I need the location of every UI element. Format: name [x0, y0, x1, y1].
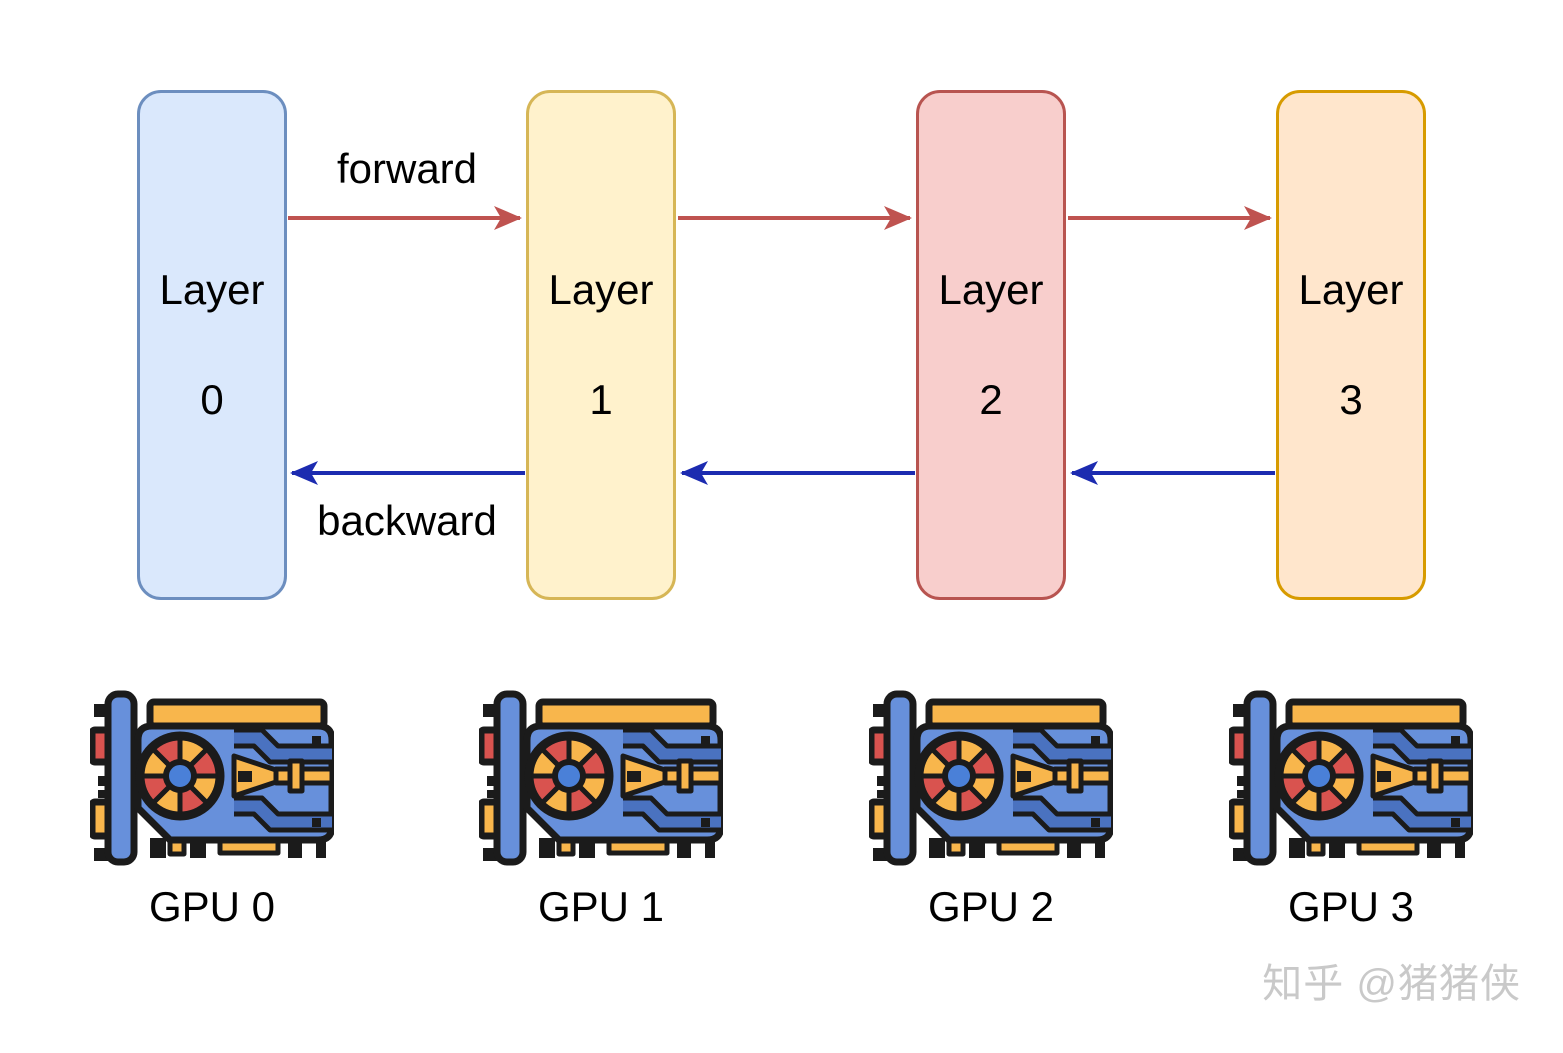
layer-0-index: 0 — [200, 376, 224, 423]
gpu-1-label: GPU 1 — [537, 883, 665, 930]
gpu-2-icon — [869, 690, 1113, 868]
gpu-3-icon — [1229, 690, 1473, 868]
gpu-1-icon — [479, 690, 723, 868]
layer-1-index: 1 — [589, 376, 613, 423]
layer-1-box: Layer 1 — [526, 90, 676, 600]
layer-0-box: Layer 0 — [137, 90, 287, 600]
layer-1-title: Layer — [548, 266, 654, 313]
layer-2-title: Layer — [938, 266, 1044, 313]
gpu-0-icon — [90, 690, 334, 868]
forward-label: forward — [336, 145, 478, 192]
backward-label: backward — [317, 497, 497, 544]
gpu-2-label: GPU 2 — [927, 883, 1055, 930]
layer-0-title: Layer — [159, 266, 265, 313]
gpu-2-unit: GPU 2 — [869, 690, 1113, 928]
layer-2-box: Layer 2 — [916, 90, 1066, 600]
gpu-3-unit: GPU 3 — [1229, 690, 1473, 928]
layer-2-index: 2 — [979, 376, 1003, 423]
layer-3-box: Layer 3 — [1276, 90, 1426, 600]
gpu-0-label: GPU 0 — [148, 883, 276, 930]
watermark: 知乎 @猪猪侠 — [1262, 962, 1521, 1006]
layer-3-index: 3 — [1339, 376, 1363, 423]
layer-3-title: Layer — [1298, 266, 1404, 313]
gpu-1-unit: GPU 1 — [479, 690, 723, 928]
gpu-0-unit: GPU 0 — [90, 690, 334, 928]
gpu-3-label: GPU 3 — [1287, 883, 1415, 930]
